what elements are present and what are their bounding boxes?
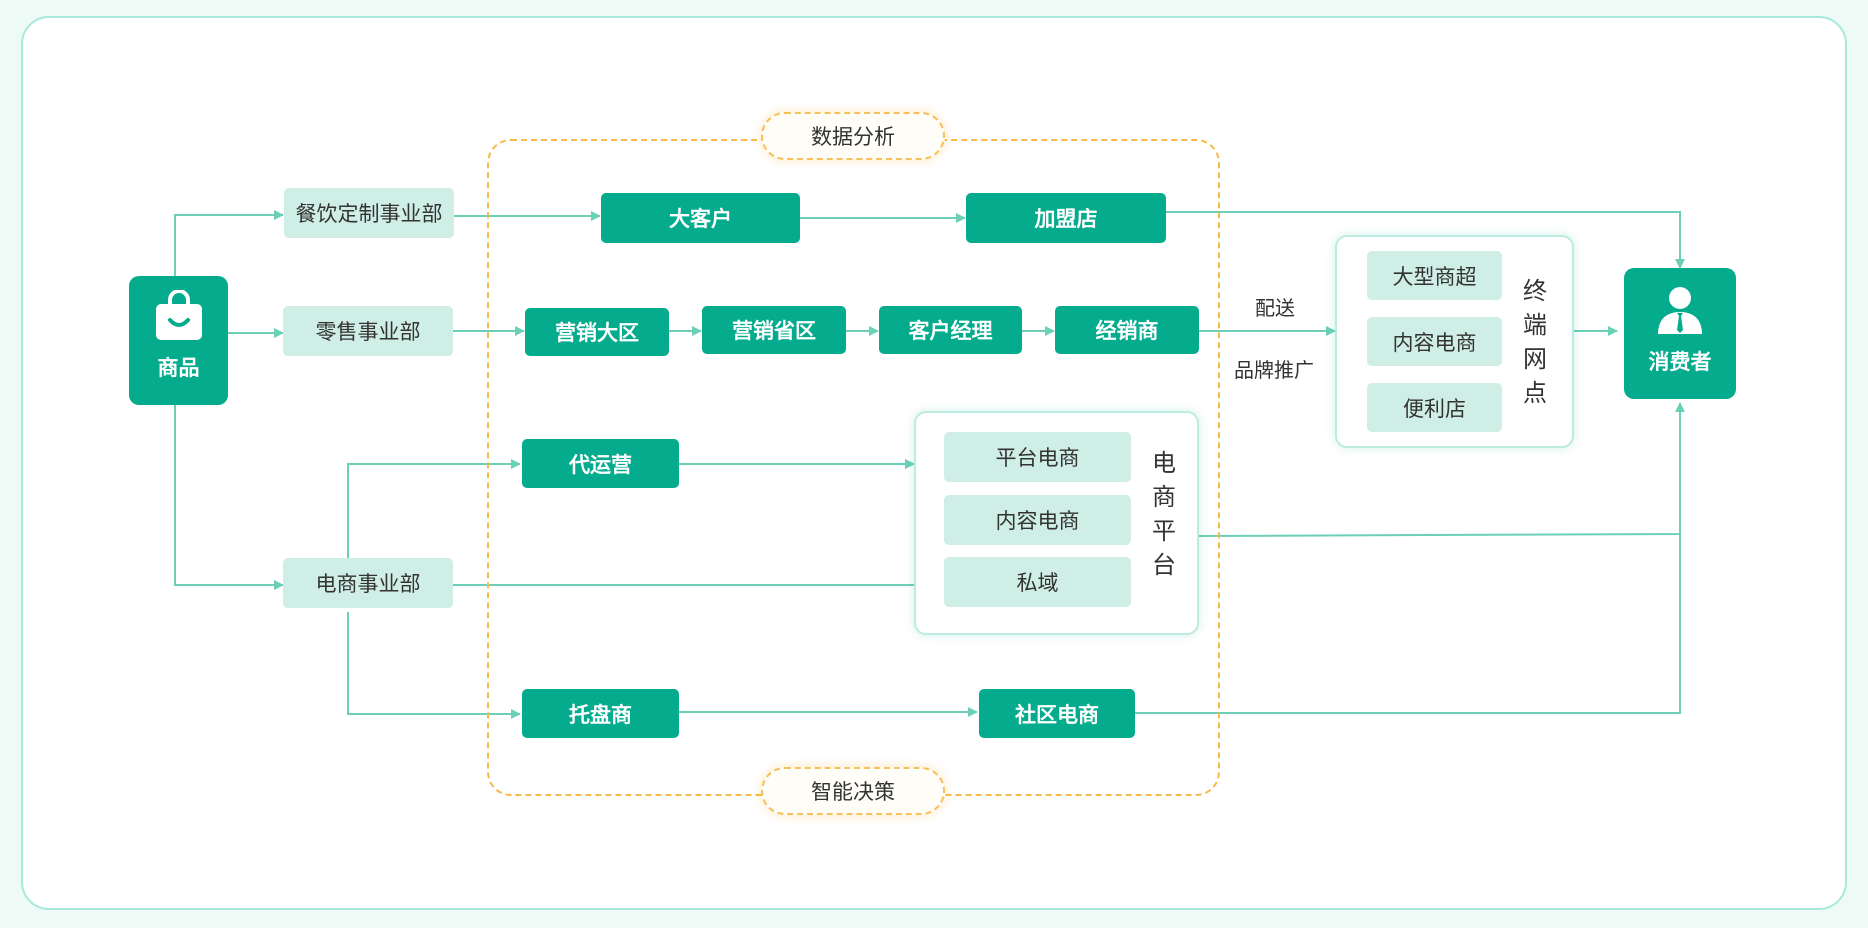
terminal-item: 便利店 [1367,383,1502,432]
node-tray-dealer: 托盘商 [522,689,679,738]
shopping-bag-icon [155,289,202,340]
division-retail: 零售事业部 [283,306,453,356]
consumer-node: 消费者 [1624,268,1736,399]
platform-item: 私域 [944,557,1131,607]
edge-community-consumer [1135,403,1681,714]
ecommerce-platform-title: 电商平台 [1150,446,1178,582]
edge-franchise-consumer [1166,211,1685,269]
node-account-manager: 客户经理 [879,306,1022,354]
edge-source-ecommerce [174,405,284,590]
node-community-ecommerce: 社区电商 [979,689,1135,738]
user-icon [1658,286,1702,334]
vertical-title-char: 点 [1523,379,1547,407]
vertical-title-char: 端 [1523,311,1547,339]
edge-ecommerce-agency [347,459,521,558]
terminal-item: 内容电商 [1367,317,1502,366]
platform-item: 平台电商 [944,432,1131,482]
edge-label-brand-promotion: 品牌推广 [1234,358,1314,382]
platform-item: 内容电商 [944,495,1131,545]
node-marketing-region: 营销大区 [525,308,669,356]
smart-decision-tag: 智能决策 [761,767,945,815]
vertical-title-char: 平 [1152,517,1176,545]
source-label: 商品 [157,355,200,380]
vertical-title-char: 电 [1152,449,1176,477]
terminal-outlets-title: 终端网点 [1521,274,1549,410]
vertical-title-char: 网 [1523,345,1547,373]
terminal-item: 大型商超 [1367,251,1502,300]
edge-label-delivery: 配送 [1255,296,1295,320]
node-agency-operation: 代运营 [522,439,679,488]
edge-ecommerce-tray [347,612,521,719]
division-catering: 餐饮定制事业部 [284,188,454,238]
source-node: 商品 [129,276,228,405]
vertical-title-char: 终 [1523,277,1547,305]
consumer-label: 消费者 [1648,349,1712,374]
vertical-title-char: 商 [1152,483,1176,511]
node-key-account: 大客户 [601,193,800,243]
node-marketing-province: 营销省区 [702,306,846,354]
division-ecommerce: 电商事业部 [283,558,453,608]
node-franchise: 加盟店 [966,193,1166,243]
node-distributor: 经销商 [1055,306,1199,354]
data-analysis-tag: 数据分析 [761,112,945,160]
vertical-title-char: 台 [1152,551,1176,579]
edge-source-catering [174,210,284,276]
